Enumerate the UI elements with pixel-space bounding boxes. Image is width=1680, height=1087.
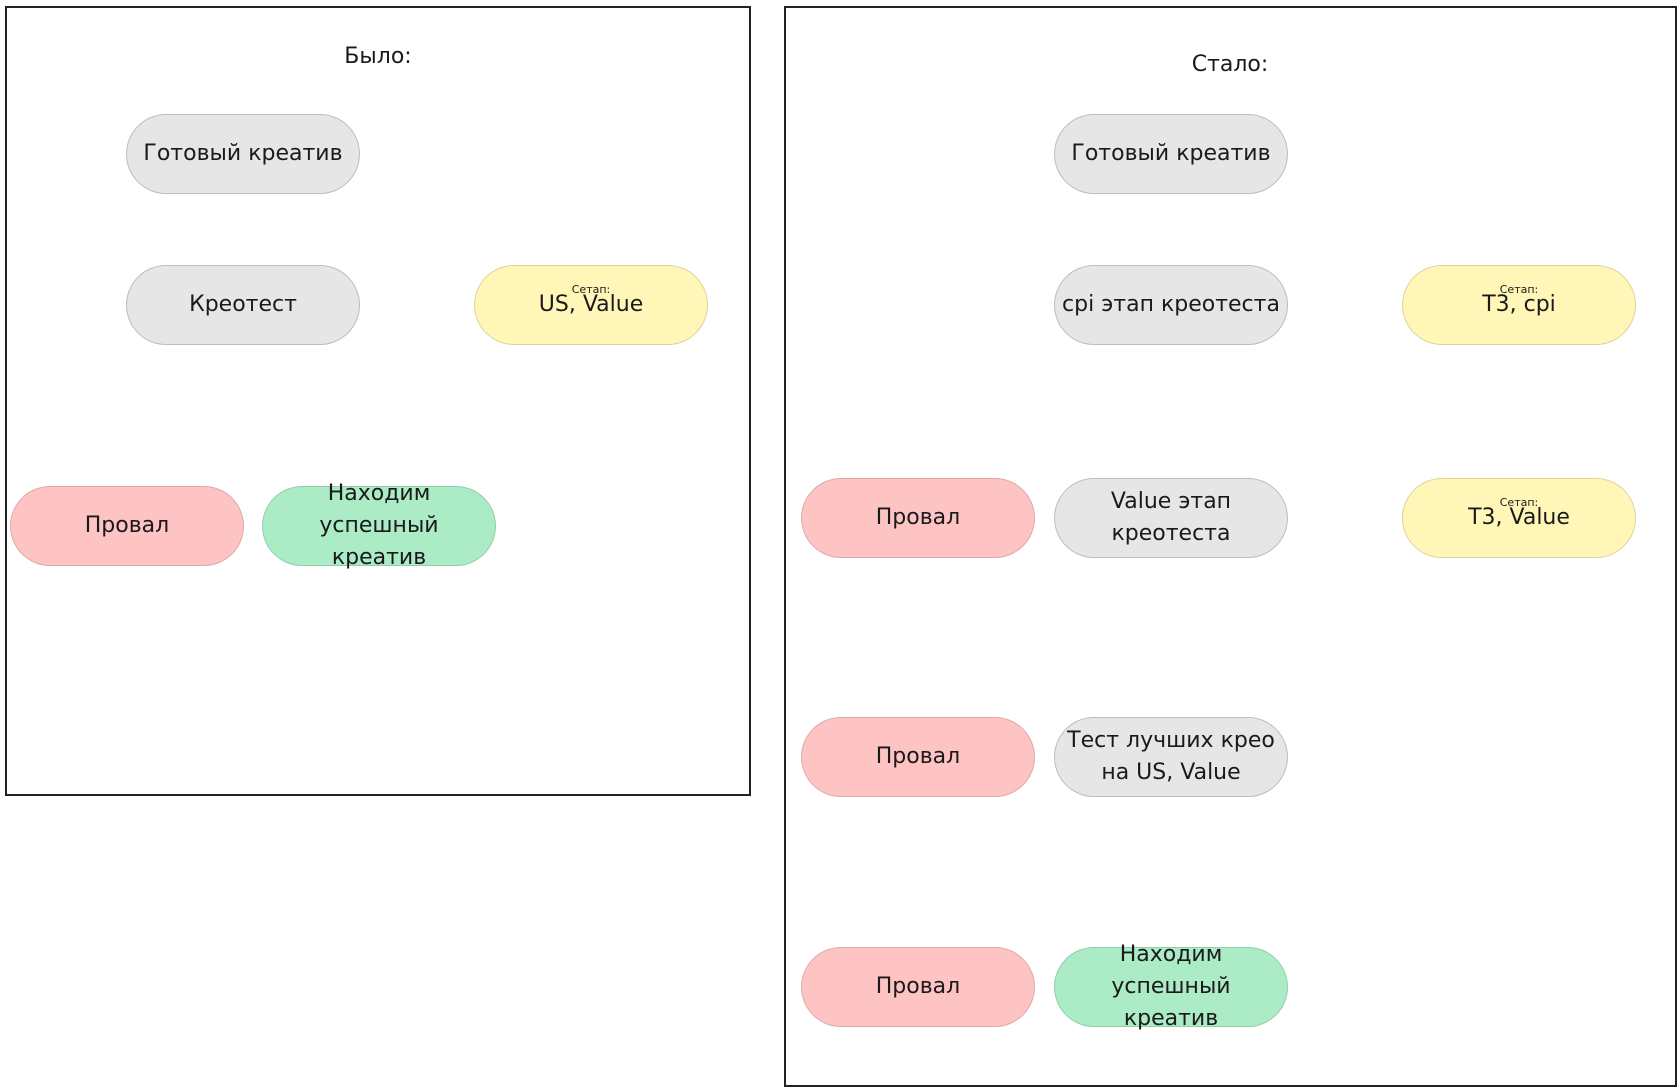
node-label: Готовый креатив	[1071, 141, 1271, 167]
before-creotest-node: Креотест	[126, 265, 360, 345]
before-panel	[5, 6, 751, 796]
before-setup-node: Сетап: US, Value	[474, 265, 708, 345]
setup-caption: Сетап:	[1499, 496, 1539, 509]
setup-value: US, Value	[538, 292, 644, 318]
node-label: Тест лучших крео на US, Value	[1067, 728, 1275, 785]
before-fail-node: Провал	[10, 486, 244, 566]
node-label: cpi этап креотеста	[1062, 292, 1280, 318]
node-label: Провал	[875, 974, 961, 1000]
setup-caption: Сетап:	[571, 283, 611, 296]
node-label: Находим успешный креатив	[319, 481, 439, 570]
setup-caption: Сетап:	[1499, 283, 1539, 296]
after-ready-creative-node: Готовый креатив	[1054, 114, 1288, 194]
after-fail-node-3: Провал	[801, 947, 1035, 1027]
after-fail-node-2: Провал	[801, 717, 1035, 797]
after-success-node: Находим успешный креатив	[1054, 942, 1288, 1031]
after-setup-value-node: Сетап: T3, Value	[1402, 478, 1636, 558]
node-label: Находим успешный креатив	[1111, 942, 1231, 1031]
before-ready-creative-node: Готовый креатив	[126, 114, 360, 194]
node-label: Провал	[875, 744, 961, 770]
after-cpi-stage-node: cpi этап креотеста	[1054, 265, 1288, 345]
node-label: Value этап креотеста	[1110, 489, 1232, 546]
setup-value: T3, cpi	[1482, 292, 1556, 318]
after-fail-node-1: Провал	[801, 478, 1035, 558]
after-value-stage-node: Value этап креотеста	[1054, 478, 1288, 558]
before-title: Было:	[344, 44, 412, 69]
node-label: Провал	[84, 513, 170, 539]
node-label: Креотест	[189, 292, 297, 318]
setup-value: T3, Value	[1468, 505, 1570, 531]
after-title: Стало:	[1191, 52, 1269, 77]
node-label: Провал	[875, 505, 961, 531]
after-best-creo-test-node: Тест лучших крео на US, Value	[1054, 717, 1288, 797]
after-setup-cpi-node: Сетап: T3, cpi	[1402, 265, 1636, 345]
node-label: Готовый креатив	[143, 141, 343, 167]
before-success-node: Находим успешный креатив	[262, 481, 496, 570]
